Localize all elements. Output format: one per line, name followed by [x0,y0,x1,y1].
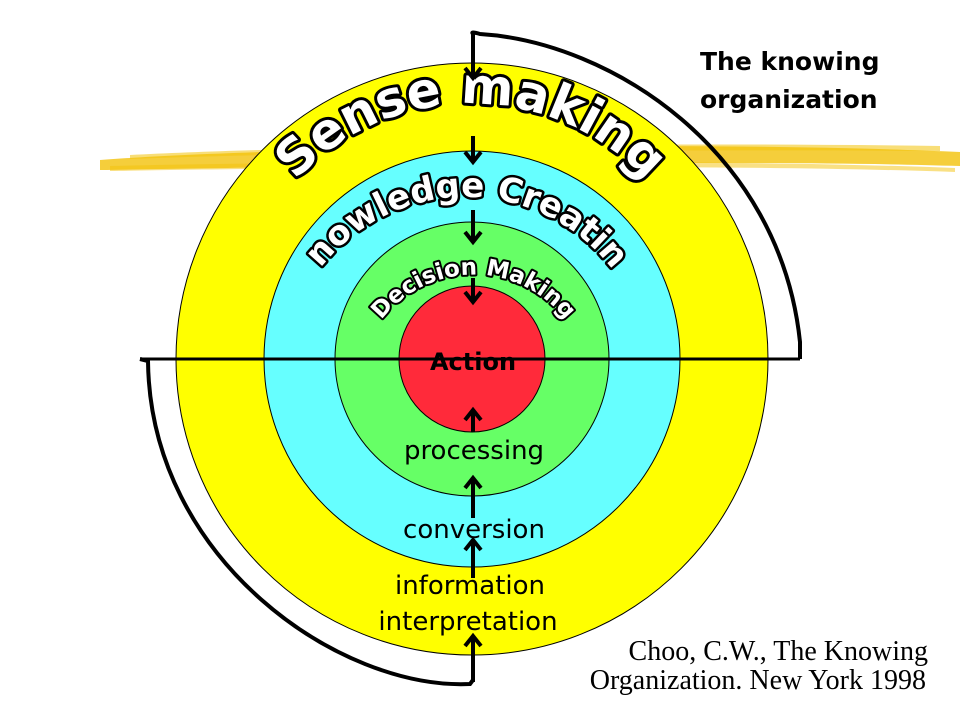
citation-line-2: Organization. New York 1998 [590,665,926,696]
bottom-flow-bracket [139,357,475,687]
down-arrows [463,42,483,306]
top-flow-bracket [470,30,802,359]
action-label: Action [430,348,516,376]
information-label: information [395,571,545,601]
up-arrows [463,406,483,682]
citation-line-1: Choo, C.W., The Knowing [629,636,928,667]
title-line-1: The knowing [700,47,879,76]
interpretation-label: interpretation [378,607,557,637]
title-line-2: organization [700,85,878,114]
processing-label: processing [404,436,544,466]
